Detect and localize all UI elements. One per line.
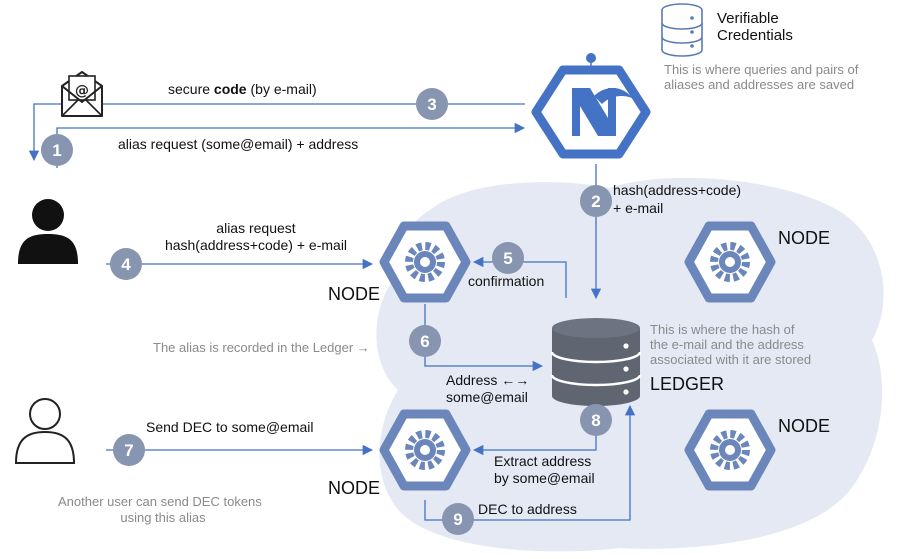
address-pair-line1: Address ←→ <box>446 372 529 388</box>
arrow-node-to-ledger <box>424 304 544 372</box>
node-label: NODE <box>328 478 380 498</box>
svg-text:@: @ <box>75 83 89 99</box>
hash-label-line1: hash(address+code) <box>613 182 741 198</box>
hash-label-line2: + e-mail <box>613 200 663 216</box>
step-number: 9 <box>453 510 462 529</box>
verifiable-credentials-database-icon <box>661 3 703 57</box>
extract-address-line2: by some@email <box>494 470 595 486</box>
ledger-note-line3: associated with it are stored <box>650 352 811 367</box>
step-number: 6 <box>420 332 429 351</box>
confirmation-label: confirmation <box>468 273 544 289</box>
alias-request-email-label: alias request (some@email) + address <box>118 136 358 152</box>
step-circles: 1 2 3 4 5 6 7 8 9 <box>41 88 612 535</box>
another-user-note-line2: using this alias <box>120 510 206 525</box>
connection-lines <box>28 103 636 521</box>
ledger-note-line2: the e-mail and the address <box>650 337 804 352</box>
vc-note-line2: aliases and addresses are saved <box>664 77 854 92</box>
alias-recorded-note: The alias is recorded in the Ledger → <box>153 340 370 355</box>
alias-request-line2: hash(address+code) + e-mail <box>165 237 347 253</box>
node-label: NODE <box>328 284 380 304</box>
dec-to-address-label: DEC to address <box>478 501 577 517</box>
vc-note-line1: This is where queries and pairs of <box>664 62 859 77</box>
issuer-logo-icon <box>531 53 651 159</box>
step-number: 8 <box>591 411 600 430</box>
other-user-icon <box>14 398 76 464</box>
step-number: 7 <box>124 441 133 460</box>
ledger-label: LEDGER <box>650 374 724 394</box>
step-number: 3 <box>427 95 436 114</box>
step-number: 2 <box>591 192 600 211</box>
node-hexagon-icon <box>684 221 776 303</box>
node-hexagon-icon <box>379 409 471 491</box>
node-label: NODE <box>778 416 830 436</box>
email-icon: @ <box>61 71 103 117</box>
ledger-database-icon <box>550 318 642 406</box>
another-user-note-line1: Another user can send DEC tokens <box>58 494 262 509</box>
extract-address-line1: Extract address <box>494 453 591 469</box>
vc-title-line1: Verifiable <box>717 10 779 27</box>
ledger-note-line1: This is where the hash of <box>650 322 795 337</box>
address-pair-line2: some@email <box>446 389 528 405</box>
node-hexagon-icon <box>684 409 776 491</box>
user-icon <box>18 199 78 264</box>
arrow-secure-code <box>28 103 525 162</box>
vc-title-line2: Credentials <box>717 27 793 44</box>
node-label: NODE <box>778 228 830 248</box>
step-number: 1 <box>52 141 61 160</box>
step-number: 4 <box>121 255 131 274</box>
step-number: 5 <box>503 249 512 268</box>
secure-code-label: secure code (by e-mail) <box>168 81 317 97</box>
node-hexagon-icon <box>379 221 471 303</box>
arrow-dec-to-address <box>424 404 636 521</box>
send-dec-label: Send DEC to some@email <box>146 419 314 435</box>
alias-request-line1: alias request <box>216 220 295 236</box>
